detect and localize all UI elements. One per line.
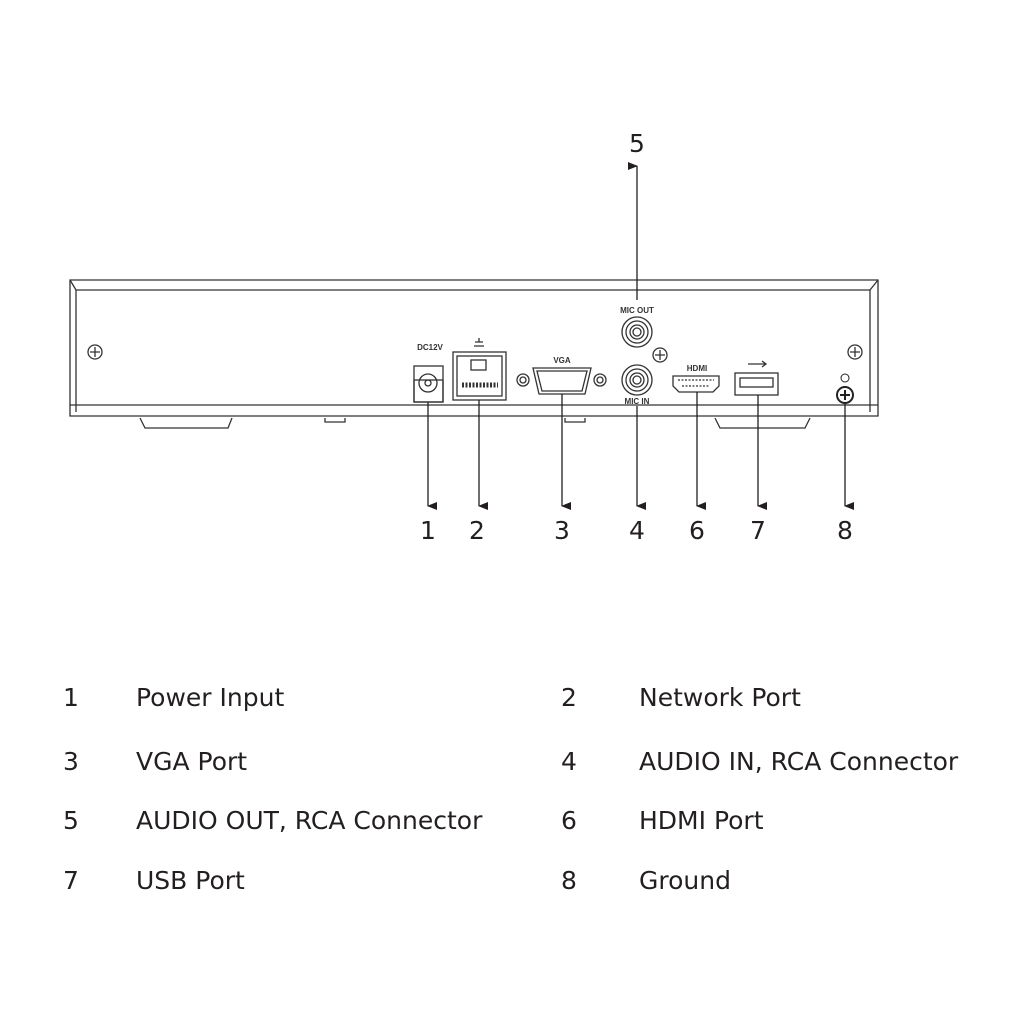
ground-mark-icon — [652, 347, 668, 363]
mic-out-label: MIC OUT — [620, 306, 654, 315]
legend-label: USB Port — [136, 866, 245, 895]
legend-num: 3 — [63, 747, 79, 776]
legend-num: 7 — [63, 866, 79, 895]
legend-label: VGA Port — [136, 747, 248, 776]
power-input-port — [413, 365, 444, 403]
legend-num: 5 — [63, 806, 79, 835]
hdmi-port — [672, 375, 720, 393]
network-port — [452, 338, 507, 401]
callout-arrows — [427, 162, 854, 510]
vga-port — [516, 367, 607, 395]
callout-6: 6 — [689, 516, 705, 545]
legend-label: AUDIO OUT, RCA Connector — [136, 806, 483, 835]
callout-7: 7 — [750, 516, 766, 545]
callout-5: 5 — [629, 129, 645, 158]
legend-num: 4 — [561, 747, 577, 776]
callout-3: 3 — [554, 516, 570, 545]
mic-in-label: MIC IN — [625, 397, 650, 406]
audio-out-rca-connector — [621, 316, 653, 348]
callout-4: 4 — [629, 516, 645, 545]
power-port-label: DC12V — [417, 343, 443, 352]
device-chassis — [69, 279, 879, 429]
vga-port-label: VGA — [553, 356, 571, 365]
legend-label: Ground — [639, 866, 731, 895]
callout-2: 2 — [469, 516, 485, 545]
mounting-screw-right-icon — [847, 344, 863, 360]
callout-1: 1 — [420, 516, 436, 545]
legend-num: 2 — [561, 683, 577, 712]
mounting-screw-left-icon — [87, 344, 103, 360]
legend-num: 8 — [561, 866, 577, 895]
hdmi-port-label: HDMI — [687, 364, 707, 373]
legend-label: Power Input — [136, 683, 285, 712]
ground-terminal — [836, 373, 854, 404]
legend-num: 1 — [63, 683, 79, 712]
legend-label: AUDIO IN, RCA Connector — [639, 747, 959, 776]
legend-label: Network Port — [639, 683, 801, 712]
legend-label: HDMI Port — [639, 806, 764, 835]
callout-8: 8 — [837, 516, 853, 545]
usb-port — [734, 360, 779, 396]
audio-in-rca-connector — [621, 364, 653, 396]
legend-num: 6 — [561, 806, 577, 835]
